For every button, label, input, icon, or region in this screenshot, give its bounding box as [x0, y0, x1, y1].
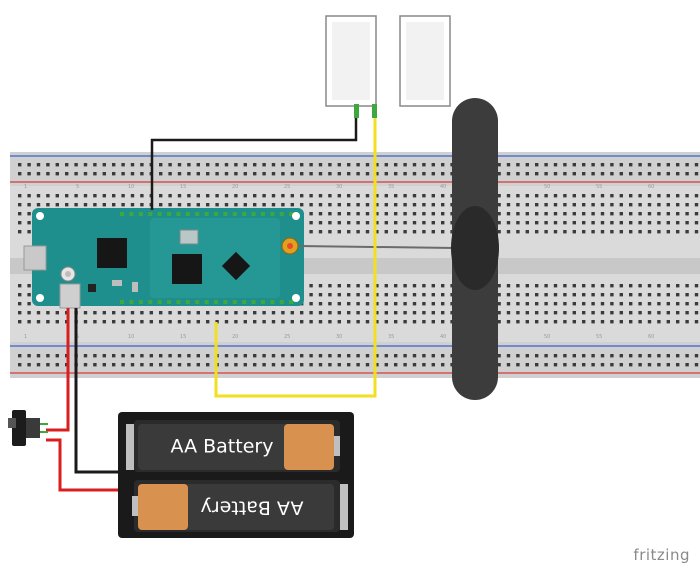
- breadboard-number: 10: [128, 334, 134, 340]
- breadboard-number: 35: [388, 184, 394, 190]
- usb-connector: [23, 245, 47, 271]
- reed-switch: [325, 15, 377, 118]
- breadboard-number: 5: [76, 334, 79, 340]
- microcontroller-board: [23, 208, 304, 309]
- breadboard-number: 35: [388, 334, 394, 340]
- battery-top-label: AA Battery: [171, 436, 274, 458]
- breadboard-number: 55: [596, 334, 602, 340]
- breadboard-number: 30: [336, 334, 342, 340]
- breadboard-number: 50: [544, 184, 550, 190]
- breadboard-number: 25: [284, 184, 290, 190]
- magnet: [399, 15, 451, 107]
- breadboard-number: 20: [232, 334, 238, 340]
- breadboard-number: 60: [648, 184, 654, 190]
- power-connector: [59, 283, 81, 309]
- wire-black-battery: [74, 308, 124, 474]
- wheel-magnet: [451, 98, 499, 400]
- breadboard-number: 5: [76, 184, 79, 190]
- chip-2: [172, 254, 202, 284]
- chip-1: [97, 238, 127, 268]
- breadboard-number: 20: [232, 184, 238, 190]
- breadboard-number: 55: [596, 184, 602, 190]
- wire-yellow: [214, 118, 377, 398]
- wire-black-reed: [150, 118, 358, 210]
- board-pin-headers: [120, 212, 294, 304]
- battery-bottom-label: AA Battery: [201, 497, 304, 519]
- breadboard-number: 15: [180, 184, 186, 190]
- breadboard-number: 40: [440, 184, 446, 190]
- brand-watermark: fritzing: [633, 546, 690, 564]
- wire-red-battery: [46, 438, 124, 492]
- breadboard-number: 25: [284, 334, 290, 340]
- breadboard-number: 30: [336, 184, 342, 190]
- battery-holder: AA Battery AA Battery: [118, 412, 354, 538]
- breadboard-number: 1: [24, 184, 27, 190]
- wire-red-switch: [46, 308, 70, 432]
- breadboard-number: 15: [180, 334, 186, 340]
- crystal: [179, 229, 199, 245]
- breadboard-number: 50: [544, 334, 550, 340]
- breadboard-number: 10: [128, 184, 134, 190]
- breadboard-number: 1: [24, 334, 27, 340]
- slide-switch-icon: [8, 410, 48, 446]
- breadboard-number: 40: [440, 334, 446, 340]
- breadboard-number: 60: [648, 334, 654, 340]
